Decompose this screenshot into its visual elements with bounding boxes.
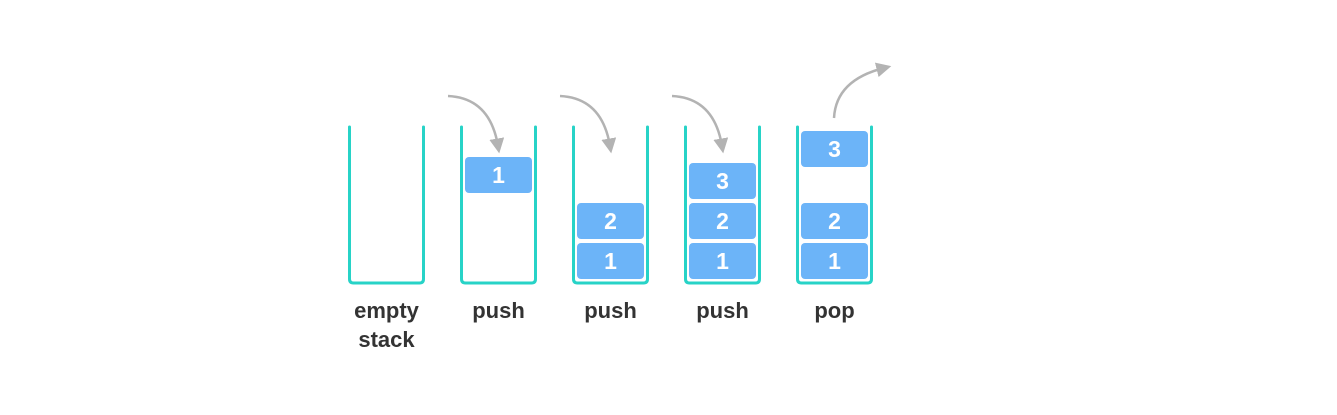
stack-4: 1 2 3 push [671, 94, 761, 323]
stack-item [689, 203, 756, 239]
stack-5: 1 2 3 pop [796, 62, 892, 323]
stack-item [465, 157, 532, 193]
stack-item [801, 243, 868, 279]
stack-item [801, 131, 868, 167]
stack-item-value: 2 [716, 208, 729, 234]
stack-item-value: 2 [604, 208, 617, 234]
push-arrow-icon [559, 94, 617, 154]
stack-item-value: 3 [716, 168, 729, 194]
stack-item [577, 203, 644, 239]
pop-arrow-icon [832, 62, 892, 119]
stack-3: 1 2 push [559, 94, 649, 323]
stack-item-value: 1 [828, 248, 841, 274]
stack-label: push [696, 298, 749, 323]
stack-label: push [584, 298, 637, 323]
stack-1: empty stack [348, 125, 425, 352]
stack-container [348, 125, 425, 285]
stack-item-value: 1 [604, 248, 617, 274]
stack-item [801, 203, 868, 239]
stack-container [684, 125, 761, 285]
stack-container [572, 125, 649, 285]
stack-label: stack [358, 327, 415, 352]
stack-item-value: 3 [828, 136, 841, 162]
stack-2: 1 push [447, 94, 537, 323]
stack-item [689, 243, 756, 279]
stack-item-value: 2 [828, 208, 841, 234]
stack-container [796, 125, 873, 285]
stack-item [577, 243, 644, 279]
stack-container [460, 125, 537, 285]
stack-label: pop [814, 298, 854, 323]
stack-label: empty [354, 298, 420, 323]
stack-label: push [472, 298, 525, 323]
stack-item-value: 1 [492, 162, 505, 188]
stack-item-value: 1 [716, 248, 729, 274]
stack-item [689, 163, 756, 199]
push-arrow-icon [671, 94, 729, 154]
stacks-layer: empty stack 1 push 1 2 push 1 2 3 push 1 2 3 pop [348, 62, 892, 352]
push-arrow-icon [447, 94, 505, 154]
